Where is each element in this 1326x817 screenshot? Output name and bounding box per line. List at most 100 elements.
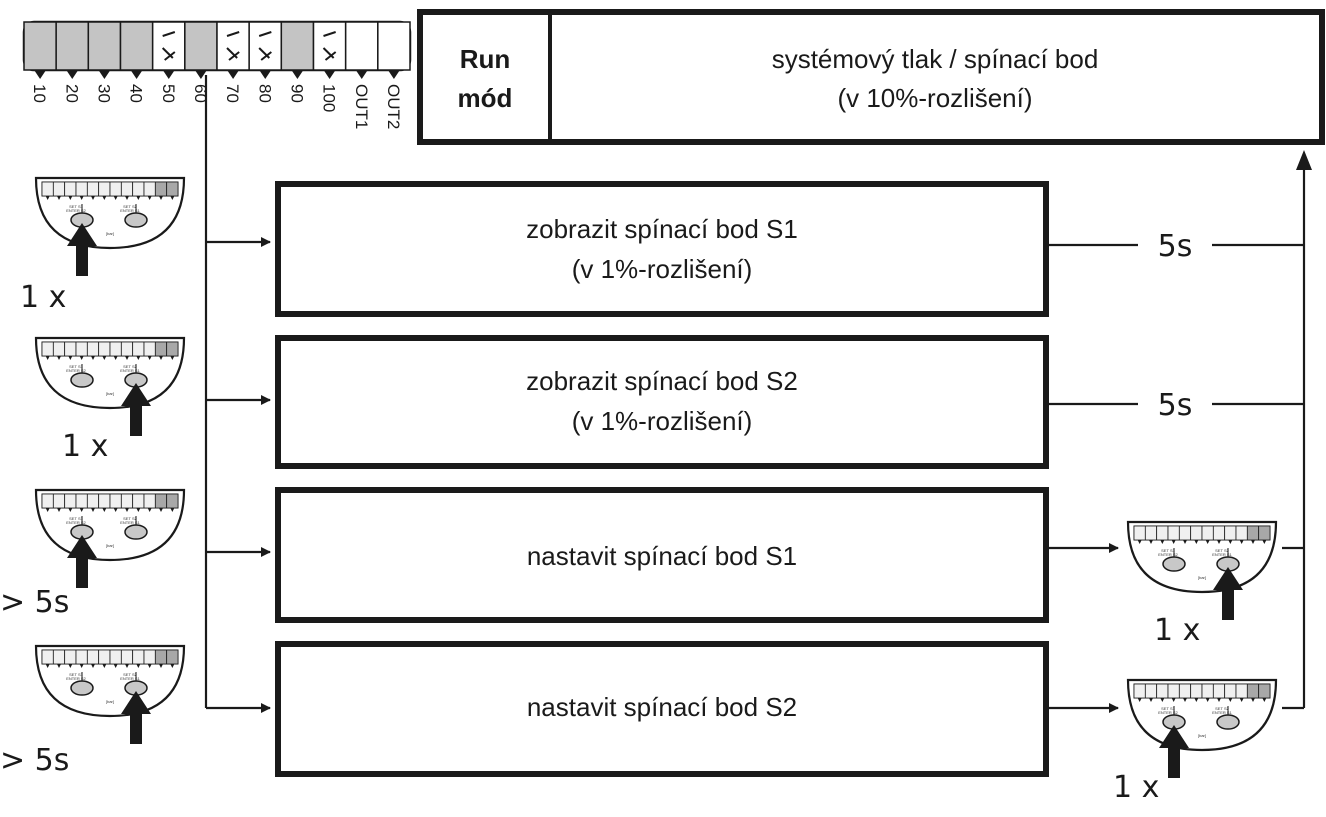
- device-led-pointer: [57, 356, 61, 360]
- device-led-pointer: [91, 664, 95, 668]
- device-led-pointer: [113, 508, 118, 512]
- device-led: [1167, 683, 1180, 699]
- device-led: [109, 341, 122, 357]
- device-led-pointer: [136, 356, 141, 360]
- blink-marks: [161, 31, 176, 61]
- led-pointer: [66, 70, 79, 79]
- led-pointer: [194, 70, 207, 79]
- device-led-pointer: [170, 664, 175, 668]
- device-led-pointer: [1251, 698, 1255, 702]
- device-button-label: ENTER S2: [66, 208, 86, 213]
- device-led-pointer: [1160, 698, 1165, 702]
- device-led-pointer: [1137, 698, 1142, 702]
- device-led: [98, 649, 111, 665]
- press-arrow-icon: [1213, 567, 1243, 620]
- device-led-pointer: [1262, 540, 1267, 544]
- step-box-text: (v 1%-rozlišení): [572, 254, 753, 284]
- press-count-label: 1 x: [20, 280, 66, 315]
- press-arrow-icon: [121, 691, 151, 744]
- device-led: [1201, 525, 1214, 541]
- device-led: [64, 181, 77, 197]
- scale-label: 100: [320, 84, 339, 112]
- device-led-pointer: [68, 508, 73, 512]
- device-led-pointer: [102, 508, 107, 512]
- device-led-pointer: [1183, 540, 1187, 544]
- step-box-text: nastavit spínací bod S2: [527, 692, 797, 722]
- device-led: [166, 493, 179, 509]
- step-box-text: nastavit spínací bod S1: [527, 541, 797, 571]
- device-led: [64, 493, 77, 509]
- device-led: [1258, 525, 1271, 541]
- scale-label: 40: [127, 84, 146, 103]
- device-led: [132, 493, 145, 509]
- device-led-pointer: [1228, 698, 1233, 702]
- device-led-pointer: [113, 356, 118, 360]
- device-led-pointer: [91, 508, 95, 512]
- led-pointer: [98, 70, 111, 79]
- device-led-pointer: [136, 196, 141, 200]
- led-pointer: [291, 70, 304, 79]
- device-led-pointer: [147, 196, 152, 200]
- scale-label: OUT2: [384, 84, 403, 129]
- device-led-pointer: [147, 664, 152, 668]
- device-led: [132, 181, 145, 197]
- device-led-pointer: [79, 508, 84, 512]
- arrow-to-run-mode: [1296, 150, 1312, 170]
- led-segment: [248, 21, 283, 71]
- press-arrow-icon: [1159, 725, 1189, 778]
- led-segment: [87, 21, 122, 71]
- device-led-pointer: [68, 356, 73, 360]
- led-segment: [216, 21, 250, 71]
- device-button-label: ENTER S2: [66, 676, 86, 681]
- timeout-label-s2: 5s: [1158, 388, 1193, 423]
- device-led: [1212, 683, 1226, 699]
- device-led-pointer: [159, 508, 163, 512]
- device-led-pointer: [170, 196, 175, 200]
- scale-label: 70: [223, 84, 242, 103]
- device-button: [1162, 556, 1186, 572]
- device-led: [1178, 683, 1192, 699]
- device-led: [1246, 683, 1260, 699]
- run-mode-description-line2: (v 10%-rozlišení): [837, 83, 1032, 113]
- device-led-pointer: [45, 356, 50, 360]
- scale-label: 30: [94, 84, 113, 103]
- device-led-pointer: [102, 664, 107, 668]
- device-led-pointer: [1137, 540, 1142, 544]
- device-led: [166, 181, 179, 197]
- device-button-label: SET S1: [1161, 706, 1175, 711]
- device-led-pointer: [68, 196, 73, 200]
- device-led: [1156, 683, 1169, 699]
- device-led-pointer: [57, 508, 61, 512]
- led-segment: [280, 21, 315, 71]
- device-led: [143, 493, 156, 509]
- device-led-pointer: [1217, 698, 1221, 702]
- device-led-pointer: [147, 356, 152, 360]
- device-button-label: ENTER S2: [1158, 710, 1178, 715]
- device-led: [143, 649, 156, 665]
- device-led: [120, 493, 134, 509]
- device-unit: [bar]: [106, 543, 114, 548]
- device-led-pointer: [125, 196, 129, 200]
- device-led: [1246, 525, 1260, 541]
- led-segment: [184, 21, 218, 71]
- device-led-pointer: [1262, 698, 1267, 702]
- device-led: [154, 181, 168, 197]
- device-led-pointer: [125, 508, 129, 512]
- device-led: [132, 649, 145, 665]
- device-unit: [bar]: [106, 699, 114, 704]
- device-led: [86, 649, 100, 665]
- device-led: [86, 493, 100, 509]
- device-button-label: ENTER S1: [1212, 552, 1232, 557]
- device-led: [75, 649, 88, 665]
- device-led: [75, 493, 88, 509]
- device-led: [1144, 525, 1158, 541]
- device-led-pointer: [1149, 698, 1153, 702]
- device-led: [52, 493, 66, 509]
- led-pointer: [34, 70, 47, 79]
- confirm-press-label: 1 x: [1113, 770, 1159, 805]
